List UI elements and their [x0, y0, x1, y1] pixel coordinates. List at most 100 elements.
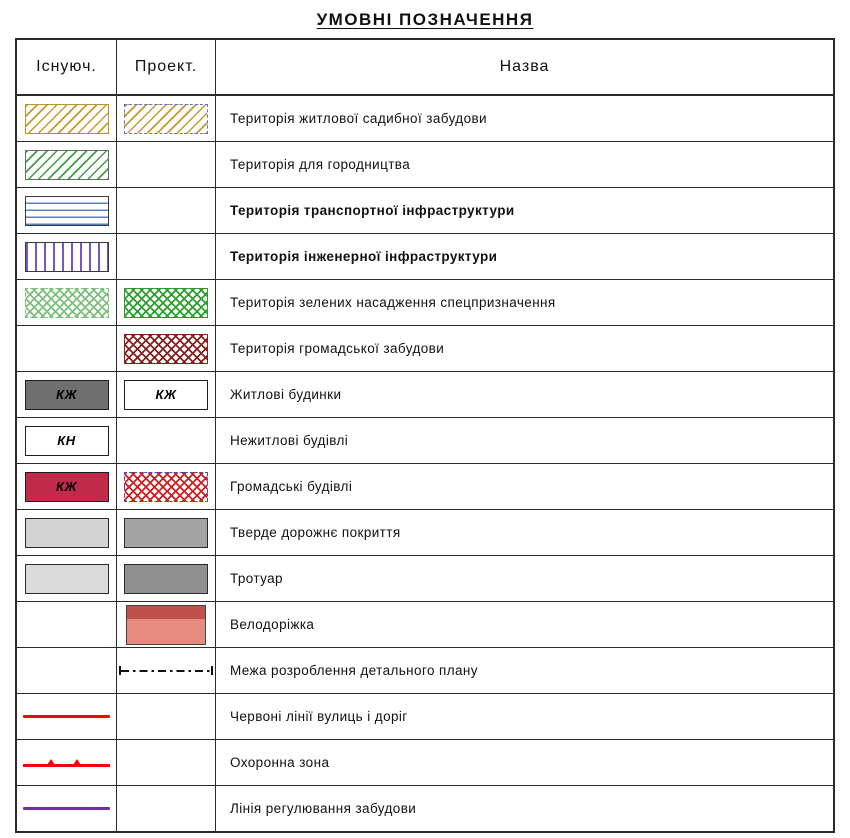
- line-base: [22, 764, 111, 767]
- symbol-cell: [117, 694, 216, 739]
- swatch-label: КЖ: [155, 387, 177, 402]
- red-line: [22, 714, 111, 719]
- legend-table: Існуюч. Проект. Назва Територія житлової…: [15, 38, 835, 833]
- symbol-cell: КЖ: [17, 464, 117, 509]
- column-header-projected: Проект.: [117, 40, 216, 94]
- dash-dot-segment: [121, 669, 211, 672]
- symbol-cell: [17, 740, 117, 785]
- table-row: Територія житлової садибної забудови: [17, 96, 833, 142]
- blue-hlines-swatch: [24, 195, 109, 226]
- symbol-cell: [117, 740, 216, 785]
- table-row: Червоні лінії вулиць і доріг: [17, 694, 833, 740]
- swatch-label: КЖ: [55, 387, 78, 402]
- red-line-with-triangles: [22, 756, 111, 770]
- symbol-cell: [17, 694, 117, 739]
- bike-path-swatch: [126, 604, 206, 645]
- page-title: УМОВНІ ПОЗНАЧЕННЯ: [316, 10, 534, 29]
- symbol-cell: [117, 280, 216, 325]
- green-crosshatch-light-swatch: [24, 287, 109, 318]
- green-hatch-swatch: [24, 149, 109, 180]
- table-row: Територія зелених насадження спецпризнач…: [17, 280, 833, 326]
- symbol-cell: [17, 96, 117, 141]
- symbol-cell: [117, 142, 216, 187]
- row-name: Тротуар: [230, 571, 283, 586]
- green-crosshatch-swatch: [124, 287, 208, 318]
- row-name: Лінія регулювання забудови: [230, 801, 417, 816]
- row-name: Тверде дорожнє покриття: [230, 525, 401, 540]
- table-row: Лінія регулювання забудови: [17, 786, 833, 831]
- row-name: Територія транспортної інфраструктури: [230, 203, 515, 218]
- table-row: Тверде дорожнє покриття: [17, 510, 833, 556]
- swatch-label: КЖ: [55, 479, 78, 494]
- symbol-cell: КЖ: [17, 372, 117, 417]
- dash-dot-boundary-line: [119, 666, 213, 675]
- symbol-cell: [117, 326, 216, 371]
- crimson-kzh-swatch: КЖ: [24, 471, 109, 502]
- dark-gray-swatch: [124, 563, 208, 594]
- symbol-cell: [117, 786, 216, 831]
- red-crosshatch-dashed-swatch: [124, 471, 208, 502]
- symbol-cell: [17, 786, 117, 831]
- end-tick: [211, 666, 213, 675]
- symbol-cell: [17, 234, 117, 279]
- symbol-cell: [17, 142, 117, 187]
- legend-header: Існуюч. Проект. Назва: [17, 40, 833, 96]
- table-row: КН Нежитлові будівлі: [17, 418, 833, 464]
- gray-kzh-swatch: КЖ: [24, 379, 109, 410]
- row-name: Велодоріжка: [230, 617, 315, 632]
- swatch-label: КН: [57, 433, 76, 448]
- symbol-cell: [117, 188, 216, 233]
- triangle-mark: [73, 758, 82, 765]
- end-tick: [119, 666, 121, 675]
- symbol-cell: [117, 602, 216, 647]
- light-gray-swatch: [24, 517, 109, 548]
- symbol-cell: [17, 188, 117, 233]
- row-name: Територія громадської забудови: [230, 341, 445, 356]
- table-row: Тротуар: [17, 556, 833, 602]
- table-row: КЖ Громадські будівлі: [17, 464, 833, 510]
- pale-gray-swatch: [24, 563, 109, 594]
- symbol-cell: [117, 648, 216, 693]
- symbol-cell: [117, 464, 216, 509]
- table-row: Територія громадської забудови: [17, 326, 833, 372]
- column-header-name: Назва: [499, 58, 550, 75]
- symbol-cell: [117, 234, 216, 279]
- yellow-hatch-dashed-swatch: [124, 103, 208, 134]
- bike-path-stripe: [127, 605, 205, 619]
- medium-gray-swatch: [124, 517, 208, 548]
- table-row: Охоронна зона: [17, 740, 833, 786]
- symbol-cell: [17, 556, 117, 601]
- yellow-hatch-swatch: [24, 103, 109, 134]
- table-row: Межа розроблення детального плану: [17, 648, 833, 694]
- triangle-mark: [47, 758, 56, 765]
- purple-vlines-swatch: [24, 241, 109, 272]
- white-kn-swatch: КН: [24, 425, 109, 456]
- symbol-cell: [117, 96, 216, 141]
- row-name: Територія для городництва: [230, 157, 411, 172]
- row-name: Межа розроблення детального плану: [230, 663, 478, 678]
- table-row: Територія інженерної інфраструктури: [17, 234, 833, 280]
- symbol-cell: [17, 510, 117, 555]
- row-name: Житлові будинки: [230, 387, 342, 402]
- symbol-cell: КН: [17, 418, 117, 463]
- table-row: Територія для городництва: [17, 142, 833, 188]
- row-name: Громадські будівлі: [230, 479, 353, 494]
- symbol-cell: [117, 510, 216, 555]
- row-name: Територія інженерної інфраструктури: [230, 249, 498, 264]
- symbol-cell: КЖ: [117, 372, 216, 417]
- white-kzh-swatch: КЖ: [124, 379, 208, 410]
- column-header-existing: Існуюч.: [17, 40, 117, 94]
- purple-line: [22, 807, 111, 810]
- symbol-cell: [17, 280, 117, 325]
- symbol-cell: [17, 648, 117, 693]
- row-name: Територія житлової садибної забудови: [230, 111, 487, 126]
- symbol-cell: [17, 326, 117, 371]
- row-name: Червоні лінії вулиць і доріг: [230, 709, 408, 724]
- row-name: Територія зелених насадження спецпризнач…: [230, 295, 556, 310]
- dark-red-crosshatch-swatch: [124, 333, 208, 364]
- row-name: Охоронна зона: [230, 755, 330, 770]
- symbol-cell: [17, 602, 117, 647]
- symbol-cell: [117, 418, 216, 463]
- row-name: Нежитлові будівлі: [230, 433, 349, 448]
